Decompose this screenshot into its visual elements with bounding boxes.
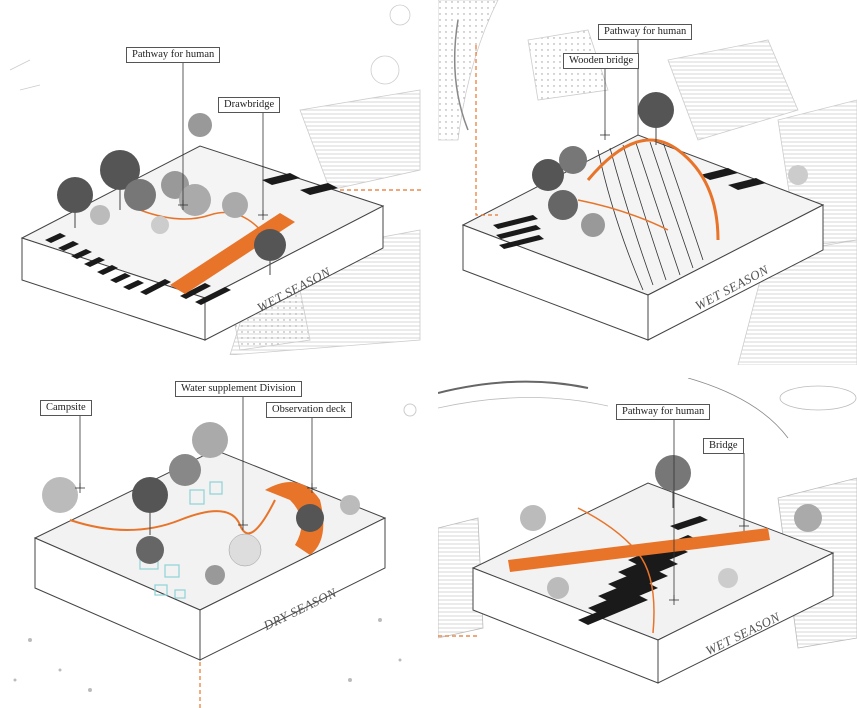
panel-4-drawing [438,378,857,684]
pathway-line [69,499,276,535]
background-dots [13,403,417,692]
callout-pathway-for-human: Pathway for human [616,404,711,420]
leader-lines [75,395,317,530]
observation-deck-shape [265,482,324,555]
callout-pathway-for-human: Pathway for human [126,47,221,63]
panel-3-drawing [13,395,417,708]
callout-drawbridge: Drawbridge [218,97,281,113]
terrain-block [461,134,825,341]
callout-wooden-bridge: Wooden bridge [563,53,640,69]
panel-bottom-left: Campsite Water supplement Division Obser… [0,370,430,708]
panel-top-right: Pathway for human Wooden bridge WET SEAS… [438,0,857,365]
callout-water-supplement-division: Water supplement Division [175,381,302,397]
black-strips [45,173,338,305]
panel-2-drawing [438,0,857,365]
bridge-shape [508,528,770,572]
panel-bottom-right: Pathway for human Bridge WET SEASON [438,378,857,708]
panel-1-drawing [9,4,424,355]
water-structures [139,481,223,599]
panel-top-left: Pathway for human Drawbridge WET SEASON [0,0,424,355]
trees [532,92,808,237]
callout-bridge: Bridge [703,438,744,454]
leader-lines [178,62,268,220]
river-lines [597,141,704,291]
callout-observation-deck: Observation deck [266,402,352,418]
dashed-connector [475,45,498,216]
trees [520,455,822,599]
trees [42,422,360,585]
pathway-line [577,199,669,231]
callout-pathway-for-human: Pathway for human [598,24,693,40]
black-strips [493,168,766,249]
leader-lines [669,418,749,605]
trees [57,113,286,275]
callout-campsite: Campsite [40,400,92,416]
background-map [438,0,857,365]
wooden-bridge-path [586,138,720,241]
pathway-line [577,507,655,634]
terrain-block [20,145,385,341]
